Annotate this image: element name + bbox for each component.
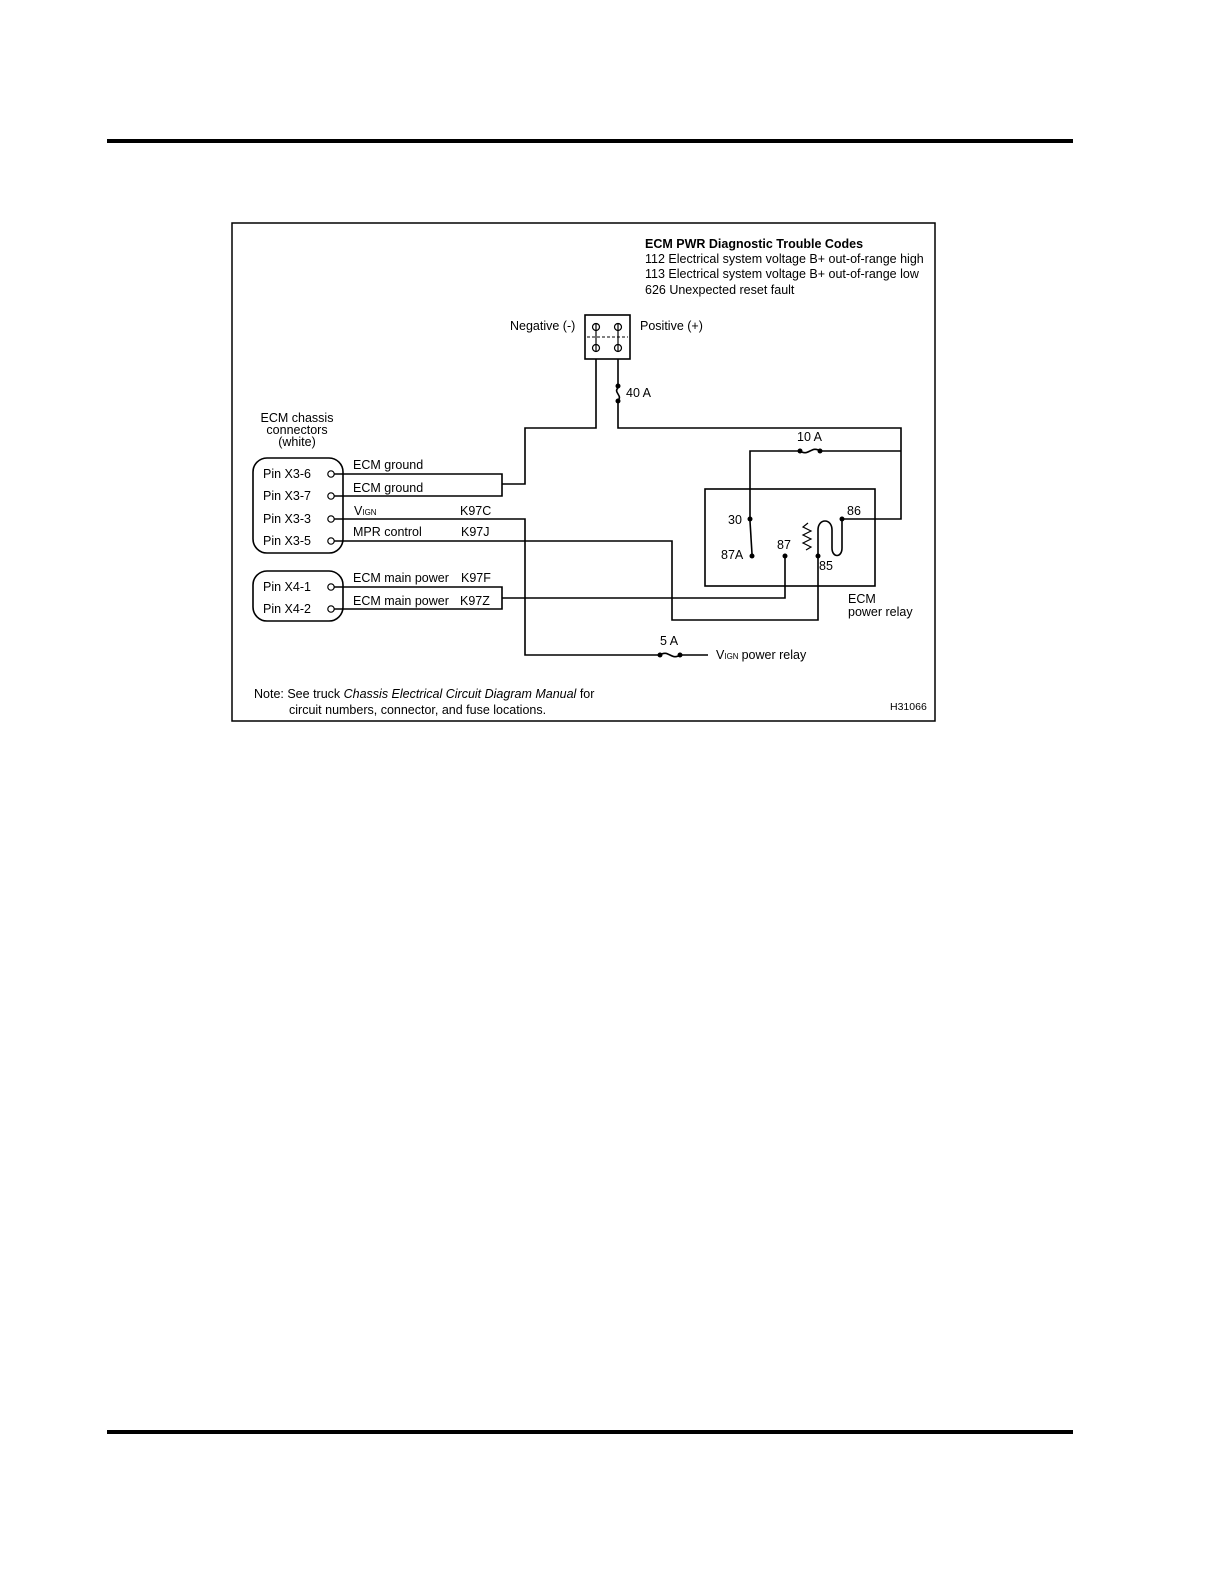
vign-fuse-label: 5 A xyxy=(660,634,679,648)
connector-x4 xyxy=(252,570,344,622)
pin-socket xyxy=(327,605,335,613)
diagram-frame xyxy=(231,222,936,722)
connector-title: (white) xyxy=(278,435,316,449)
connector-title: ECM chassis xyxy=(261,411,334,425)
pin-socket xyxy=(327,583,335,591)
ecm-ground-label: ECM ground xyxy=(353,458,423,472)
pin-socket xyxy=(327,537,335,545)
relay-feed-fuse-10a xyxy=(797,448,823,454)
circuit-id-k97z: K97Z xyxy=(460,594,490,608)
pin-label: Pin X3-5 xyxy=(263,534,311,548)
relay-terminal-87a: 87A xyxy=(721,548,744,562)
relay-30-wire xyxy=(749,450,800,519)
relay-coil xyxy=(801,516,845,559)
connector-x3 xyxy=(252,457,344,554)
battery-positive-feed xyxy=(617,402,902,520)
ecm-main-power-label: ECM main power xyxy=(353,594,449,608)
connector-title: connectors xyxy=(266,423,327,437)
note-text: Note: See truck Chassis Electrical Circu… xyxy=(254,687,594,701)
pin-label: Pin X3-7 xyxy=(263,489,311,503)
relay-terminal-30: 30 xyxy=(728,513,742,527)
pin-label: Pin X3-6 xyxy=(263,467,311,481)
bottom-rule xyxy=(107,1430,1073,1434)
main-fuse-40a xyxy=(615,359,621,404)
pin-socket xyxy=(327,470,335,478)
ecm-power-relay-box xyxy=(704,488,876,587)
relay-label: power relay xyxy=(848,605,913,619)
negative-terminal-label: Negative (-) xyxy=(510,319,575,333)
dtc-code: 112 Electrical system voltage B+ out-of-… xyxy=(645,252,924,266)
dtc-code: 626 Unexpected reset fault xyxy=(645,283,795,297)
figure-id: H31066 xyxy=(890,701,927,713)
dtc-code: 113 Electrical system voltage B+ out-of-… xyxy=(645,267,920,281)
vign-label: VIGN xyxy=(354,504,377,518)
battery-terminal-block xyxy=(584,314,631,360)
main-fuse-label: 40 A xyxy=(626,386,652,400)
relay-terminal-85: 85 xyxy=(819,559,833,573)
relay-terminal-86: 86 xyxy=(847,504,861,518)
pin-socket xyxy=(327,492,335,500)
note-text: circuit numbers, connector, and fuse loc… xyxy=(289,703,546,717)
pin-label: Pin X4-2 xyxy=(263,602,311,616)
pin-label: Pin X3-3 xyxy=(263,512,311,526)
circuit-id-k97c: K97C xyxy=(460,504,491,518)
ecm-main-power-label: ECM main power xyxy=(353,571,449,585)
relay-terminal-87: 87 xyxy=(777,538,791,552)
ground-wire xyxy=(502,359,597,485)
relay-87-output-wire xyxy=(502,556,786,599)
mpr-control-wire-k97j xyxy=(334,540,819,621)
relay-feed-fuse-label: 10 A xyxy=(797,430,823,444)
pin-label: Pin X4-1 xyxy=(263,580,311,594)
pin-socket xyxy=(327,515,335,523)
circuit-id-k97j: K97J xyxy=(461,525,490,539)
positive-terminal-label: Positive (+) xyxy=(640,319,703,333)
vign-wire-k97c xyxy=(334,518,658,656)
vign-fuse-5a xyxy=(657,652,708,658)
dtc-title: ECM PWR Diagnostic Trouble Codes xyxy=(645,237,863,251)
dtc-block: ECM PWR Diagnostic Trouble Codes 112 Ele… xyxy=(645,237,924,297)
ecm-ground-label: ECM ground xyxy=(353,481,423,495)
top-rule xyxy=(107,139,1073,143)
relay-label: ECM xyxy=(848,592,876,606)
ecm-ground-wire xyxy=(334,473,503,497)
mpr-control-label: MPR control xyxy=(353,525,422,539)
circuit-id-k97f: K97F xyxy=(461,571,491,585)
